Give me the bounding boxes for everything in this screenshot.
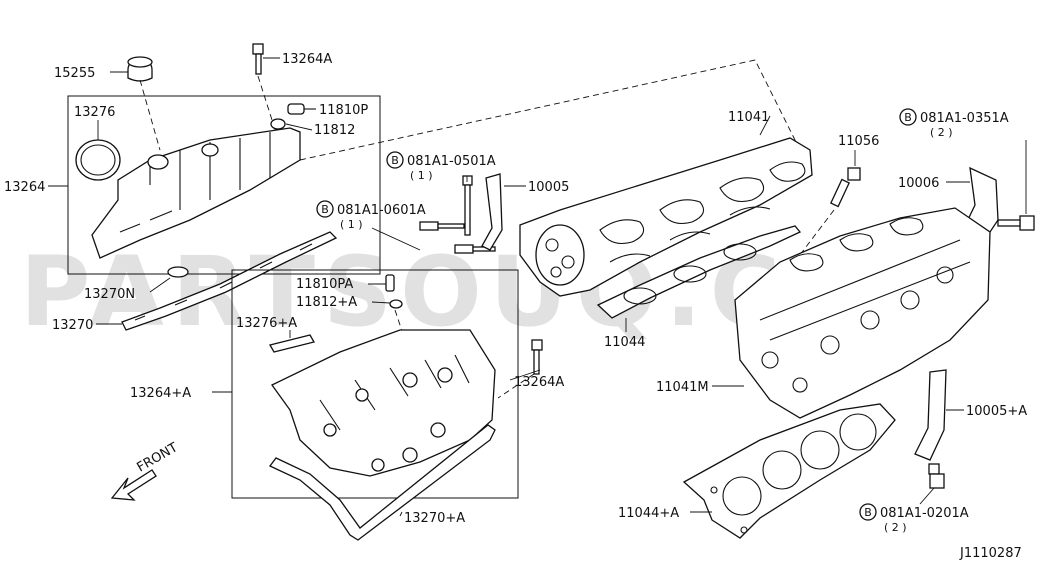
callout-13276[interactable]: 13276: [74, 105, 115, 120]
svg-text:B: B: [321, 203, 329, 216]
callout-11044A[interactable]: 11044+A: [618, 506, 679, 521]
callout-15255[interactable]: 15255: [54, 66, 95, 81]
bolt-marker-0601A: B: [316, 200, 334, 218]
cylinder-head-11041M[interactable]: [734, 207, 991, 419]
callout-11812A[interactable]: 11812+A: [296, 295, 357, 310]
dash-13264A-mid: [497, 373, 535, 399]
dash-11812A: [394, 309, 406, 341]
front-arrow-icon: [110, 469, 157, 501]
bolt-081A1-0201A[interactable]: [928, 463, 945, 489]
callout-081A1-0351A[interactable]: 081A1-0351A: [920, 111, 1009, 126]
oil-cap-gasket-13276[interactable]: [75, 139, 121, 181]
rocker-cover-gasket-13270A[interactable]: [268, 424, 496, 541]
svg-text:B: B: [864, 506, 872, 519]
bracket-10005[interactable]: [481, 173, 503, 251]
leader-13270A: [399, 511, 403, 517]
front-label: FRONT: [135, 440, 181, 475]
callout-081A1-0351A-qty: ( 2 ): [930, 126, 953, 139]
leader-11812A: [371, 301, 391, 304]
bolt-marker-0201A: B: [859, 503, 877, 521]
leader-11041: [759, 115, 771, 136]
callout-13264[interactable]: 13264: [4, 180, 45, 195]
callout-13270[interactable]: 13270: [52, 318, 93, 333]
head-bolt-11056[interactable]: [830, 167, 861, 208]
callout-081A1-0501A-qty: ( 1 ): [410, 169, 433, 182]
bolt-081A1-0601A[interactable]: [419, 221, 496, 254]
head-gasket-11044[interactable]: [596, 225, 802, 319]
oil-filler-cap-15255[interactable]: [127, 56, 153, 82]
dash-cover-to-head: [299, 59, 801, 161]
callout-13276A[interactable]: 13276+A: [236, 316, 297, 331]
grommet-11812A[interactable]: [389, 299, 403, 309]
callout-11041[interactable]: 11041: [728, 110, 769, 125]
callout-13270A[interactable]: 13270+A: [404, 511, 465, 526]
bolt-marker-0351A: B: [899, 108, 917, 126]
gasket-13276A[interactable]: [269, 334, 315, 353]
svg-text:B: B: [904, 111, 912, 124]
bolt-081A1-0501A[interactable]: [462, 175, 473, 236]
callout-10005[interactable]: 10005: [528, 180, 569, 195]
dash-15255: [139, 79, 161, 151]
callout-11056[interactable]: 11056: [838, 134, 879, 149]
callout-13270N[interactable]: 13270N: [84, 287, 135, 302]
bolt-marker-0501A: B: [386, 151, 404, 169]
callout-11810P[interactable]: 11810P: [319, 103, 368, 118]
rocker-cover-13264A[interactable]: [271, 329, 496, 477]
callout-10005A[interactable]: 10005+A: [966, 404, 1027, 419]
cylinder-head-11041[interactable]: [519, 137, 813, 297]
leader-13270N: [149, 277, 171, 293]
leader-081A1-0201A: [919, 487, 935, 505]
pcv-valve-11810PA[interactable]: [385, 274, 395, 292]
callout-11810PA[interactable]: 11810PA: [296, 277, 353, 292]
bolt-13264A-mid[interactable]: [531, 339, 543, 375]
rocker-cover-gasket-13270[interactable]: [121, 231, 338, 331]
svg-text:B: B: [391, 154, 399, 167]
callout-11812[interactable]: 11812: [314, 123, 355, 138]
leader-081A1-0601A: [371, 227, 421, 251]
bolt-081A1-0351A[interactable]: [997, 215, 1035, 231]
grommet-13270N[interactable]: [167, 266, 189, 278]
rocker-cover-group-box-A: [231, 269, 519, 499]
callout-11041M[interactable]: 11041M: [656, 380, 709, 395]
callout-081A1-0201A-qty: ( 2 ): [884, 521, 907, 534]
callout-081A1-0601A[interactable]: 081A1-0601A: [337, 203, 426, 218]
callout-10006[interactable]: 10006: [898, 176, 939, 191]
callout-13264plusA[interactable]: 13264+A: [130, 386, 191, 401]
grommet-11812[interactable]: [270, 118, 286, 130]
diagram-id: J1110287: [959, 546, 1022, 561]
callout-13264A-mid[interactable]: 13264A: [514, 375, 564, 390]
callout-13264A-top[interactable]: 13264A: [282, 52, 332, 67]
callout-11044[interactable]: 11044: [604, 335, 645, 350]
bracket-10005A[interactable]: [914, 369, 947, 461]
rocker-cover-group-box: [67, 95, 381, 275]
rocker-cover-13264[interactable]: [91, 127, 301, 259]
callout-081A1-0601A-qty: ( 1 ): [340, 218, 363, 231]
leader-13264A-mid: [509, 369, 541, 381]
pcv-valve-11810P[interactable]: [287, 103, 316, 115]
callout-081A1-0201A[interactable]: 081A1-0201A: [880, 506, 969, 521]
head-gasket-11044A[interactable]: [682, 403, 896, 539]
callout-081A1-0501A[interactable]: 081A1-0501A: [407, 154, 496, 169]
leader-11812: [285, 123, 313, 131]
bolt-13264A-top[interactable]: [252, 43, 264, 75]
